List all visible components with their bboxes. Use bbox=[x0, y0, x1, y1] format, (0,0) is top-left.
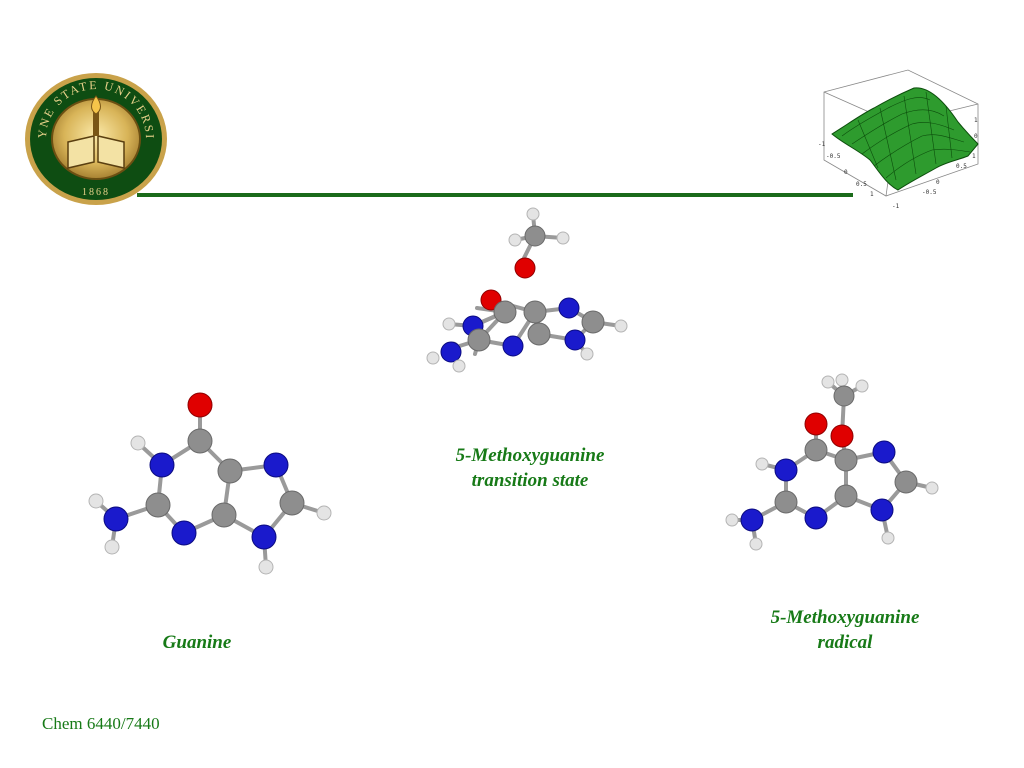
torch-icon bbox=[91, 95, 101, 136]
caption-transition-state: 5-Methoxyguanine transition state bbox=[400, 443, 660, 493]
bonds bbox=[94, 403, 326, 569]
tick-label: 0.5 bbox=[956, 163, 967, 170]
atoms bbox=[426, 207, 628, 373]
tick-label: 1 bbox=[974, 117, 978, 124]
tick-label: -0.5 bbox=[826, 153, 841, 160]
molecule-radical bbox=[725, 373, 939, 551]
molecule-transition-state bbox=[426, 207, 628, 373]
tick-label: 1 bbox=[972, 153, 976, 160]
caption-radical: 5-Methoxyguanine radical bbox=[735, 605, 955, 655]
book-icon bbox=[67, 135, 125, 169]
tick-label: 0 bbox=[936, 179, 940, 186]
molecule-guanine bbox=[88, 392, 332, 575]
tick-label: 0 bbox=[974, 133, 978, 140]
tick-label: -0.5 bbox=[922, 189, 937, 196]
course-footer: Chem 6440/7440 bbox=[42, 714, 160, 733]
atoms bbox=[88, 392, 332, 575]
tick-label: -1 bbox=[892, 203, 900, 210]
seal-year: 1868 bbox=[82, 187, 110, 198]
caption-line: radical bbox=[817, 632, 873, 653]
tick-label: -1 bbox=[818, 141, 826, 148]
university-seal-logo: WAYNE STATE UNIVERSITY 1868 bbox=[24, 72, 167, 205]
surface-plot-icon: -1 -0.5 0 0.5 1 -1 -0.5 0 0.5 1 1 0 bbox=[818, 69, 979, 210]
tick-label: 0.5 bbox=[856, 181, 867, 188]
caption-line: 5-Methoxyguanine bbox=[770, 607, 920, 628]
atoms bbox=[725, 373, 939, 551]
caption-line: transition state bbox=[471, 470, 589, 491]
tick-label: 1 bbox=[870, 191, 874, 198]
caption-guanine: Guanine bbox=[112, 630, 282, 655]
tick-label: 0 bbox=[844, 169, 848, 176]
caption-line: Guanine bbox=[162, 632, 232, 653]
header-divider bbox=[137, 193, 853, 197]
caption-line: 5-Methoxyguanine bbox=[455, 445, 605, 466]
